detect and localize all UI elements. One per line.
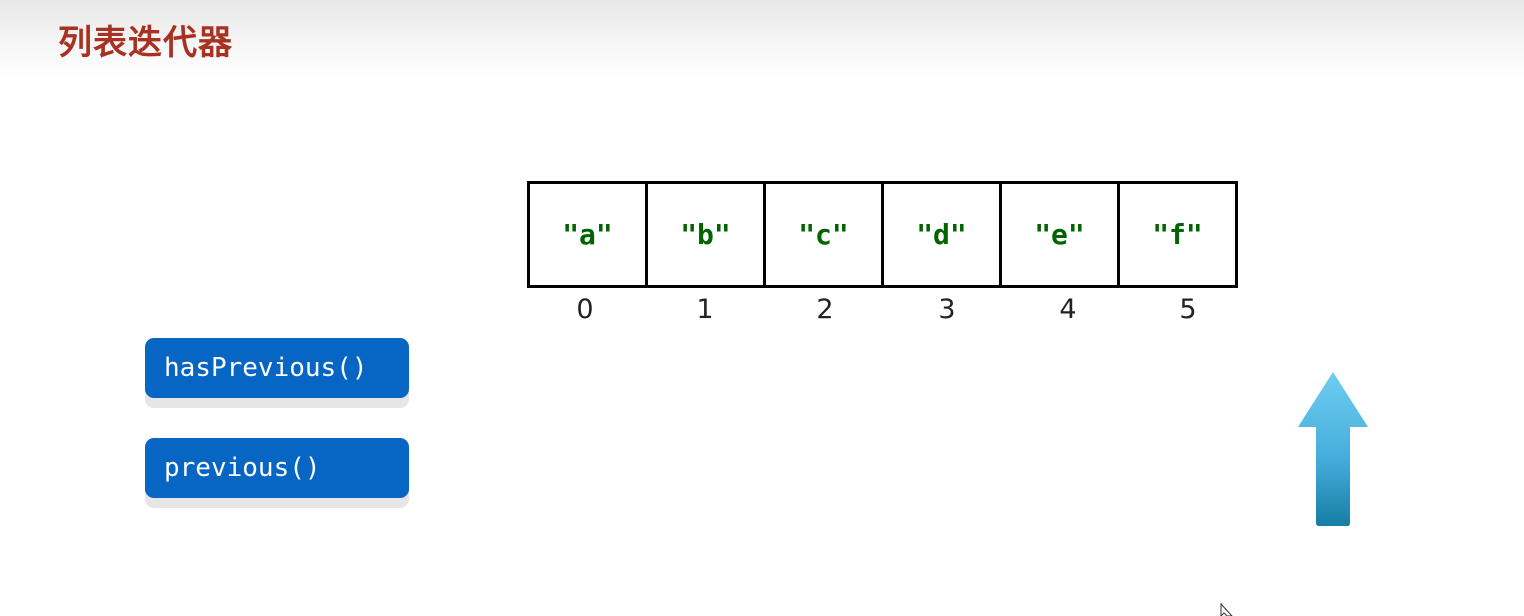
previous-button[interactable]: previous(): [145, 438, 409, 498]
array-diagram: "a" "b" "c" "d" "e" "f": [527, 181, 1238, 288]
header-band: [0, 0, 1524, 82]
array-index: 5: [1179, 294, 1197, 325]
mouse-pointer-icon: [1220, 603, 1233, 616]
up-arrow-icon: [1298, 372, 1368, 526]
array-index: 2: [816, 294, 834, 325]
has-previous-button[interactable]: hasPrevious(): [145, 338, 409, 398]
array-element: "c": [798, 218, 849, 251]
array-cell: "c": [763, 181, 884, 288]
array-element: "d": [916, 218, 967, 251]
array-cell: "b": [645, 181, 766, 288]
slide-title: 列表迭代器: [58, 23, 233, 63]
array-cell: "e": [999, 181, 1120, 288]
array-index: 0: [576, 294, 594, 325]
array-element: "f": [1152, 218, 1203, 251]
array-cell: "d": [881, 181, 1002, 288]
array-index: 3: [938, 294, 956, 325]
array-index: 4: [1059, 294, 1077, 325]
array-element: "a": [562, 218, 613, 251]
array-element: "b": [680, 218, 731, 251]
array-index: 1: [696, 294, 714, 325]
array-cell: "f": [1117, 181, 1238, 288]
array-element: "e": [1034, 218, 1085, 251]
array-cell: "a": [527, 181, 648, 288]
